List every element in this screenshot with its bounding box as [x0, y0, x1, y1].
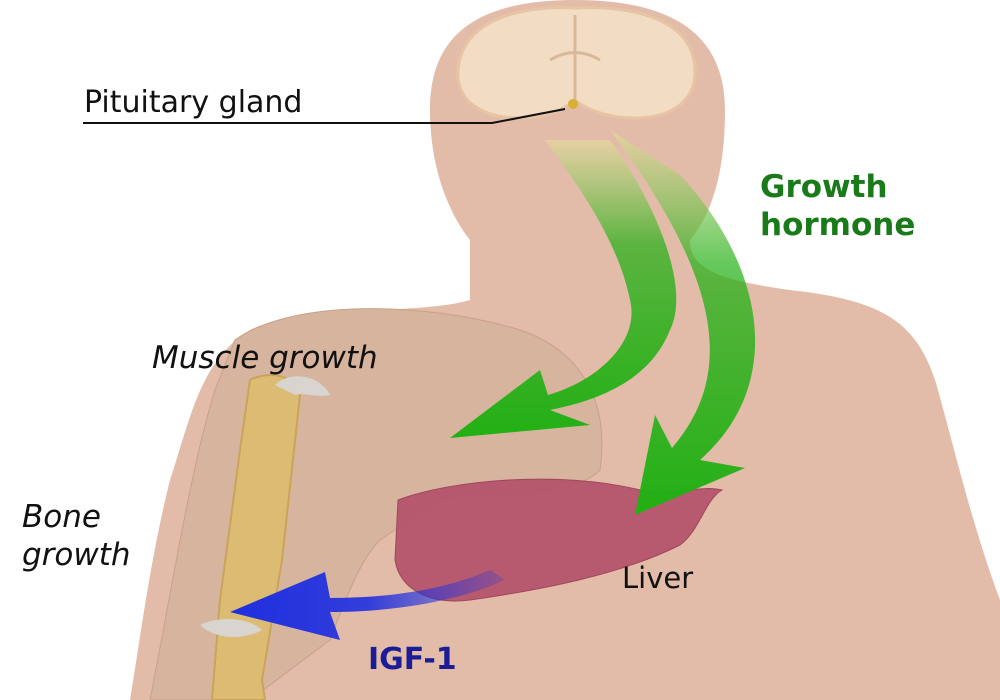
- bone-growth-label-line2: growth: [22, 537, 131, 573]
- growth-hormone-label-line2: hormone: [760, 207, 916, 243]
- igf1-label: IGF-1: [368, 642, 457, 677]
- muscle-growth-label: Muscle growth: [152, 340, 378, 376]
- growth-hormone-arrow-liver: [610, 130, 756, 515]
- liver-label: Liver: [622, 561, 694, 595]
- pituitary-gland-label: Pituitary gland: [84, 85, 303, 120]
- brain-midline: [549, 15, 601, 100]
- pituitary-gland: [568, 99, 578, 109]
- growth-hormone-label-line1: Growth: [760, 169, 888, 205]
- bone-growth-label-line1: Bone: [22, 499, 101, 535]
- igf1-arrow: [230, 570, 505, 640]
- pituitary-leader-line: [83, 108, 566, 124]
- growth-hormone-arrow-muscle: [450, 140, 677, 438]
